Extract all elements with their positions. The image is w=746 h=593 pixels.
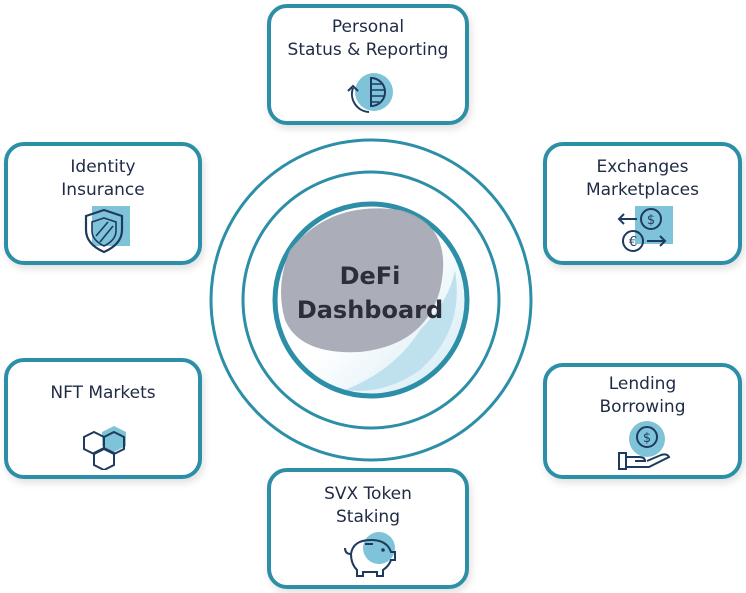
card-svx-token-staking[interactable]: SVX Token Staking: [267, 468, 469, 589]
card-personal-status[interactable]: Personal Status & Reporting: [267, 4, 469, 125]
card-identity-label: Identity Insurance: [61, 157, 145, 200]
card-lending-label: Lending Borrowing: [599, 374, 686, 417]
shield-icon: [78, 204, 134, 256]
card-personal-label: Personal Status & Reporting: [287, 17, 449, 60]
hub-swirl: [281, 208, 444, 353]
svg-text:$: $: [643, 431, 651, 446]
hand-coin-icon: $: [615, 419, 675, 473]
chart-cycle-icon: [339, 72, 399, 116]
hub-title-line2: Dashboard: [296, 296, 444, 324]
card-exchanges-marketplaces[interactable]: Exchanges Marketplaces $ €: [543, 142, 742, 265]
hexagons-icon: [76, 420, 134, 470]
card-nft-label: NFT Markets: [50, 383, 156, 403]
svg-text:€: €: [629, 235, 637, 250]
currency-exchange-icon: $ €: [613, 204, 675, 258]
middle-ring: [241, 170, 501, 430]
outer-ring: [209, 138, 533, 462]
svg-text:$: $: [647, 213, 655, 228]
card-exchanges-label: Exchanges Marketplaces: [585, 157, 700, 200]
piggy-bank-icon: [339, 530, 401, 582]
card-nft-markets[interactable]: NFT Markets: [4, 358, 202, 479]
card-svx-label: SVX Token Staking: [324, 484, 412, 527]
card-lending-borrowing[interactable]: Lending Borrowing $: [543, 363, 742, 479]
card-identity-insurance[interactable]: Identity Insurance: [4, 142, 202, 265]
hub-title-line1: DeFi: [339, 262, 401, 290]
hub-swirl-light: [345, 270, 457, 391]
